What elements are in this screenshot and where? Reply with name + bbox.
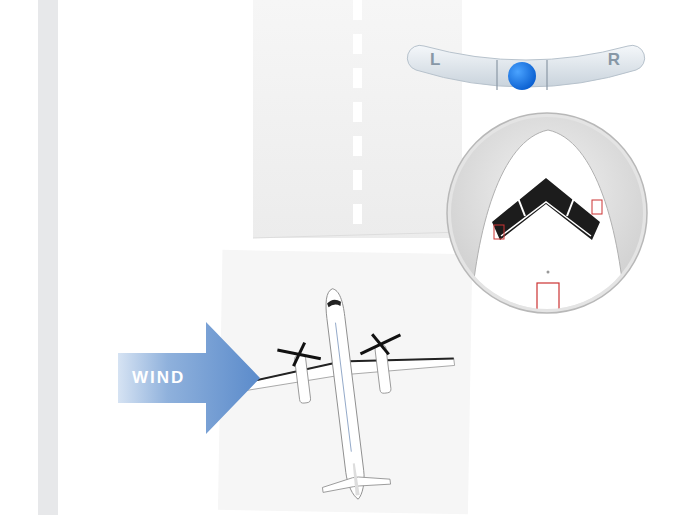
indicator-tick [496,60,497,90]
indicator-tick [546,60,547,90]
centre-line-dash [353,68,362,88]
node-text: R [608,50,620,70]
arrow-shape [118,322,260,434]
wind-arrow: WIND [118,322,260,434]
nose-inset [447,113,647,320]
centre-line-dash [353,204,362,224]
centre-line-dash [353,34,362,54]
centre-line-dash [353,170,362,190]
slip-ball [508,62,536,90]
node-text: WIND [132,368,185,388]
slip-indicator: LR [410,40,642,102]
centre-line-dash [353,0,362,20]
slip-indicator-outline [410,40,642,102]
node-text: L [430,50,440,70]
centre-line-dash [353,102,362,122]
runway [253,0,462,238]
centre-line-dash [353,136,362,156]
side-band [38,0,58,515]
